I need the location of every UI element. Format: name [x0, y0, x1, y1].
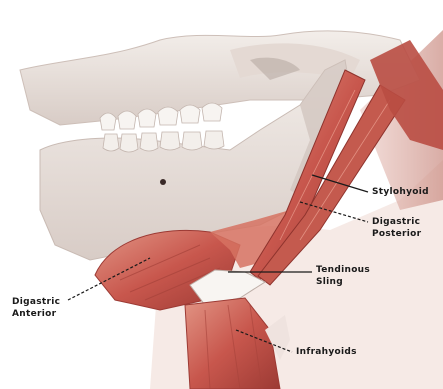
- label-digastric-anterior: Digastric Anterior: [12, 296, 60, 320]
- label-stylohyoid: Stylohyoid: [372, 186, 429, 198]
- label-stylohyoid-text: Stylohyoid: [372, 186, 429, 198]
- label-tendinous-sling: Tendinous Sling: [316, 264, 370, 288]
- mental-foramen: [160, 179, 166, 185]
- label-digastric-anterior-line1: Digastric: [12, 296, 60, 308]
- label-tendinous-sling-line2: Sling: [316, 276, 370, 288]
- label-digastric-posterior: Digastric Posterior: [372, 216, 421, 240]
- label-digastric-anterior-line2: Anterior: [12, 308, 60, 320]
- label-digastric-posterior-line1: Digastric: [372, 216, 421, 228]
- label-tendinous-sling-line1: Tendinous: [316, 264, 370, 276]
- label-infrahyoids: Infrahyoids: [296, 346, 357, 358]
- label-infrahyoids-text: Infrahyoids: [296, 346, 357, 358]
- label-digastric-posterior-line2: Posterior: [372, 228, 421, 240]
